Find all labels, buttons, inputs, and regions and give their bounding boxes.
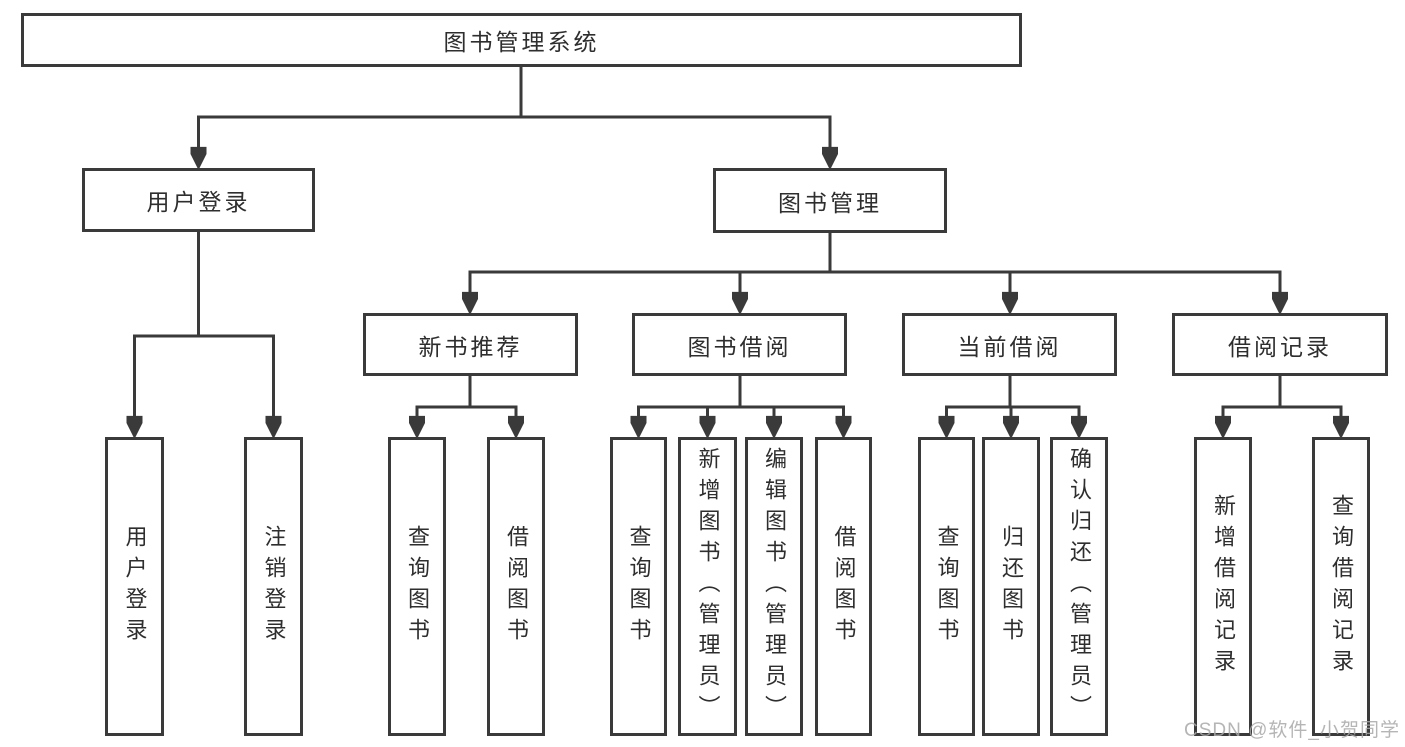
connector-user-login-to-children — [135, 232, 274, 433]
node-nb-query-books-label: 查询图书 — [405, 524, 430, 649]
node-cb-query-books-label: 查询图书 — [934, 524, 960, 649]
node-nb-query-books: 查询图书 — [388, 437, 446, 736]
node-bb-borrow-books-label: 借阅图书 — [831, 524, 857, 649]
node-br-query-record-label: 查询借阅记录 — [1329, 493, 1354, 680]
connector-borrow-records-to-children — [1223, 376, 1341, 433]
node-nb-borrow-books-label: 借阅图书 — [504, 524, 529, 649]
node-bb-query-books-label: 查询图书 — [626, 524, 652, 649]
node-bb-edit-books: 编辑图书（管理员） — [745, 437, 803, 736]
node-cb-return-books-label: 归还图书 — [999, 524, 1024, 649]
node-bb-add-books-label: 新增图书（管理员） — [695, 447, 721, 726]
connector-book-management-to-children — [470, 233, 1280, 309]
node-new-book-recommend: 新书推荐 — [363, 313, 578, 376]
node-current-borrow: 当前借阅 — [902, 313, 1117, 376]
node-user-login: 用户登录 — [82, 168, 315, 232]
connector-current-borrow-to-children — [947, 376, 1080, 433]
node-bb-add-books: 新增图书（管理员） — [678, 437, 737, 736]
node-bb-edit-books-label: 编辑图书（管理员） — [762, 447, 787, 726]
node-br-add-record-label: 新增借阅记录 — [1211, 493, 1236, 680]
node-cb-confirm-return-label: 确认归还（管理员） — [1067, 447, 1092, 726]
node-bb-borrow-books: 借阅图书 — [815, 437, 872, 736]
node-logout-action: 注销登录 — [244, 437, 303, 736]
node-br-add-record: 新增借阅记录 — [1194, 437, 1252, 736]
connector-book-borrow-to-children — [639, 376, 844, 433]
node-book-management: 图书管理 — [713, 168, 947, 233]
connector-root-to-children — [199, 64, 831, 164]
node-borrow-records: 借阅记录 — [1172, 313, 1388, 376]
csdn-watermark: CSDN @软件_小贺同学 — [1184, 720, 1400, 741]
node-book-borrow: 图书借阅 — [632, 313, 847, 376]
node-br-query-record: 查询借阅记录 — [1312, 437, 1370, 736]
node-cb-query-books: 查询图书 — [918, 437, 975, 736]
node-cb-confirm-return: 确认归还（管理员） — [1050, 437, 1108, 736]
node-user-login-action: 用户登录 — [105, 437, 164, 736]
node-cb-return-books: 归还图书 — [982, 437, 1040, 736]
connector-new-book-recommend-to-children — [417, 376, 516, 433]
node-user-login-action-label: 用户登录 — [122, 524, 148, 649]
node-bb-query-books: 查询图书 — [610, 437, 667, 736]
node-logout-action-label: 注销登录 — [261, 524, 287, 649]
node-nb-borrow-books: 借阅图书 — [487, 437, 545, 736]
node-root: 图书管理系统 — [21, 13, 1022, 67]
